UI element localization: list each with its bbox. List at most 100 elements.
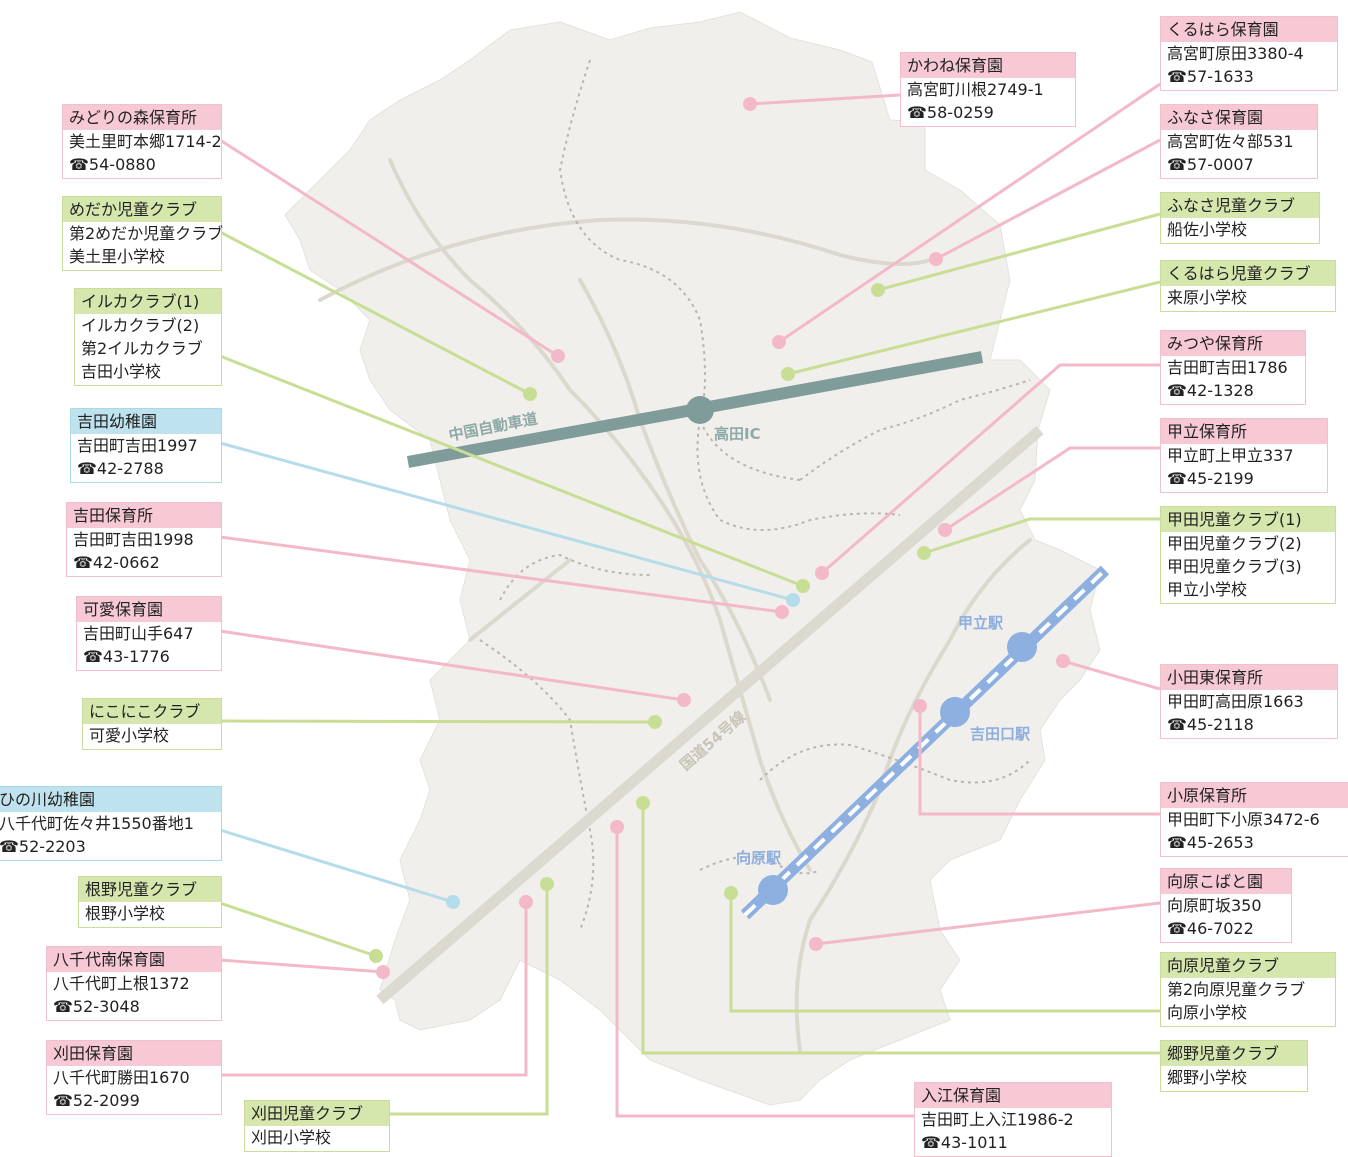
- leader-line-mukai_c: [729, 893, 1160, 1013]
- facility-kae: 可愛保育園吉田町山手647 ☎43-1776: [76, 596, 222, 671]
- facility-name: 吉田幼稚園: [71, 409, 221, 434]
- facility-karita-nursery: 刈田保育園八千代町勝田1670☎52-2099: [46, 1040, 222, 1115]
- location-dot-odahigashi: [1056, 654, 1070, 668]
- facility-niko: にこにこクラブ可愛小学校: [82, 698, 222, 750]
- leader-line-koda_c: [923, 517, 1160, 555]
- location-dot-kotachi_h: [938, 523, 952, 537]
- facility-detail: 甲田児童クラブ(3): [1167, 557, 1302, 576]
- leader-line-obara: [918, 706, 1160, 816]
- facility-detail: ☎43-1011: [921, 1133, 1008, 1152]
- facility-name: 可愛保育園: [77, 597, 221, 622]
- facility-detail: ☎42-1328: [1167, 381, 1254, 400]
- facility-detail: 吉田町吉田1997: [77, 436, 198, 455]
- facility-name: ふなさ児童クラブ: [1161, 193, 1319, 218]
- leader-line-kotachi_h: [944, 446, 1160, 532]
- facility-detail: 甲田町下小原3472-6: [1167, 810, 1320, 829]
- facility-hinokawa: ひの川幼稚園八千代町佐々井1550番地1☎52-2203: [0, 786, 222, 861]
- facility-name: みつや保育所: [1161, 331, 1305, 356]
- facility-detail: 八千代町上根1372: [53, 974, 190, 993]
- facility-name: くるはら児童クラブ: [1161, 261, 1335, 286]
- facility-detail: ☎45-2199: [1167, 469, 1254, 488]
- facility-detail: 来原小学校: [1167, 288, 1248, 307]
- location-dot-yoshida_k: [786, 593, 800, 607]
- facility-detail: ☎43-1776: [83, 647, 170, 666]
- facility-detail: ☎42-0662: [73, 553, 160, 572]
- leader-line-kae: [219, 629, 685, 702]
- facility-yoshida-nursery: 吉田保育所吉田町吉田1998☎42-0662: [66, 502, 222, 577]
- facility-detail: 美土里町本郷1714-2: [69, 132, 222, 151]
- station-yoshidaguchi-marker: [940, 697, 970, 727]
- location-dot-irie: [610, 820, 624, 834]
- facility-detail: ☎46-7022: [1167, 919, 1254, 938]
- facility-name: ふなさ保育園: [1161, 105, 1317, 130]
- facility-detail: ☎42-2788: [77, 459, 164, 478]
- facility-detail: ☎52-2099: [53, 1091, 140, 1110]
- facility-mukaihara-club: 向原児童クラブ第2向原児童クラブ向原小学校: [1160, 952, 1336, 1027]
- facility-detail: ☎58-0259: [907, 103, 994, 122]
- leader-line-yachiyo: [219, 958, 384, 974]
- location-dot-gono: [636, 796, 650, 810]
- facility-name: 小原保育所: [1161, 783, 1348, 808]
- facility-detail: ☎45-2118: [1167, 715, 1254, 734]
- facility-name: にこにこクラブ: [83, 699, 221, 724]
- facility-detail: 甲田児童クラブ(2): [1167, 534, 1302, 553]
- facility-iruka: イルカクラブ(1)イルカクラブ(2)第2イルカクラブ吉田小学校: [74, 288, 222, 386]
- location-dot-yoshida_h: [775, 605, 789, 619]
- facility-name: 向原こばと園: [1161, 869, 1291, 894]
- location-dot-obara: [913, 699, 927, 713]
- location-dot-funasa_c: [871, 283, 885, 297]
- facility-detail: 高宮町川根2749-1: [907, 80, 1044, 99]
- leader-line-kurahara_c: [787, 280, 1161, 376]
- location-dot-funasa_h: [929, 252, 943, 266]
- location-dot-niko: [648, 715, 662, 729]
- facility-detail: 甲田町高田原1663: [1167, 692, 1304, 711]
- facility-name: 入江保育園: [915, 1083, 1111, 1108]
- location-dot-hinokawa: [446, 895, 460, 909]
- location-dot-kurahara_h: [772, 335, 786, 349]
- leader-line-hinokawa: [219, 828, 454, 904]
- facility-gono: 郷野児童クラブ郷野小学校: [1160, 1040, 1308, 1092]
- leader-line-medaka: [219, 230, 531, 396]
- leader-line-kawane: [749, 93, 901, 106]
- facility-odahigashi: 小田東保育所甲田町高田原1663☎45-2118: [1160, 664, 1338, 739]
- route54-road: [376, 425, 1044, 1005]
- facility-detail: ☎54-0880: [69, 155, 156, 174]
- leader-line-midori: [219, 138, 559, 358]
- location-dot-neno: [369, 949, 383, 963]
- facility-detail: 吉田町吉田1786: [1167, 358, 1288, 377]
- facility-name: 刈田児童クラブ: [245, 1101, 389, 1126]
- facility-name: 甲田児童クラブ(1): [1161, 507, 1335, 532]
- facility-kurahara-nursery: くるはら保育園高宮町原田3380-4☎57-1633: [1160, 16, 1338, 91]
- facility-detail: 第2めだか児童クラブ: [69, 224, 224, 243]
- leader-line-odahigashi: [1062, 659, 1161, 691]
- facility-kawane: かわね保育園高宮町川根2749-1☎58-0259: [900, 52, 1076, 127]
- facility-neno: 根野児童クラブ根野小学校: [78, 876, 222, 928]
- facility-detail: 高宮町佐々部531: [1167, 132, 1294, 151]
- station-mukaihara-label: 向原駅: [736, 849, 782, 867]
- facility-name: くるはら保育園: [1161, 17, 1337, 42]
- facility-name: 八千代南保育園: [47, 947, 221, 972]
- facility-detail: 可愛小学校: [89, 726, 170, 745]
- facility-detail: 吉田町山手647: [83, 624, 194, 643]
- facility-detail: 吉田町上入江1986-2: [921, 1110, 1074, 1129]
- facility-name: 向原児童クラブ: [1161, 953, 1335, 978]
- facility-detail: 根野小学校: [85, 904, 166, 923]
- leader-line-karita_c: [388, 884, 549, 1116]
- facility-detail: 第2向原児童クラブ: [1167, 980, 1306, 999]
- station-kotachi-marker: [1007, 632, 1037, 662]
- facility-detail: ☎57-1633: [1167, 67, 1254, 86]
- leader-line-yoshida_k: [219, 441, 794, 602]
- location-dot-karita_c: [540, 877, 554, 891]
- facility-name: みどりの森保育所: [63, 105, 221, 130]
- leader-line-funasa_h: [935, 138, 1161, 261]
- leader-line-iruka: [219, 354, 804, 588]
- leader-line-niko: [219, 719, 656, 724]
- facility-name: めだか児童クラブ: [63, 197, 221, 222]
- location-dot-koda_c: [917, 546, 931, 560]
- facility-detail: ☎52-2203: [0, 837, 86, 856]
- facility-mukaihara-kobato: 向原こばと園向原町坂350☎46-7022: [1160, 868, 1292, 943]
- location-dot-kurahara_c: [781, 367, 795, 381]
- facility-name: 郷野児童クラブ: [1161, 1041, 1307, 1066]
- facility-midori: みどりの森保育所美土里町本郷1714-2 ☎54-0880: [62, 104, 222, 179]
